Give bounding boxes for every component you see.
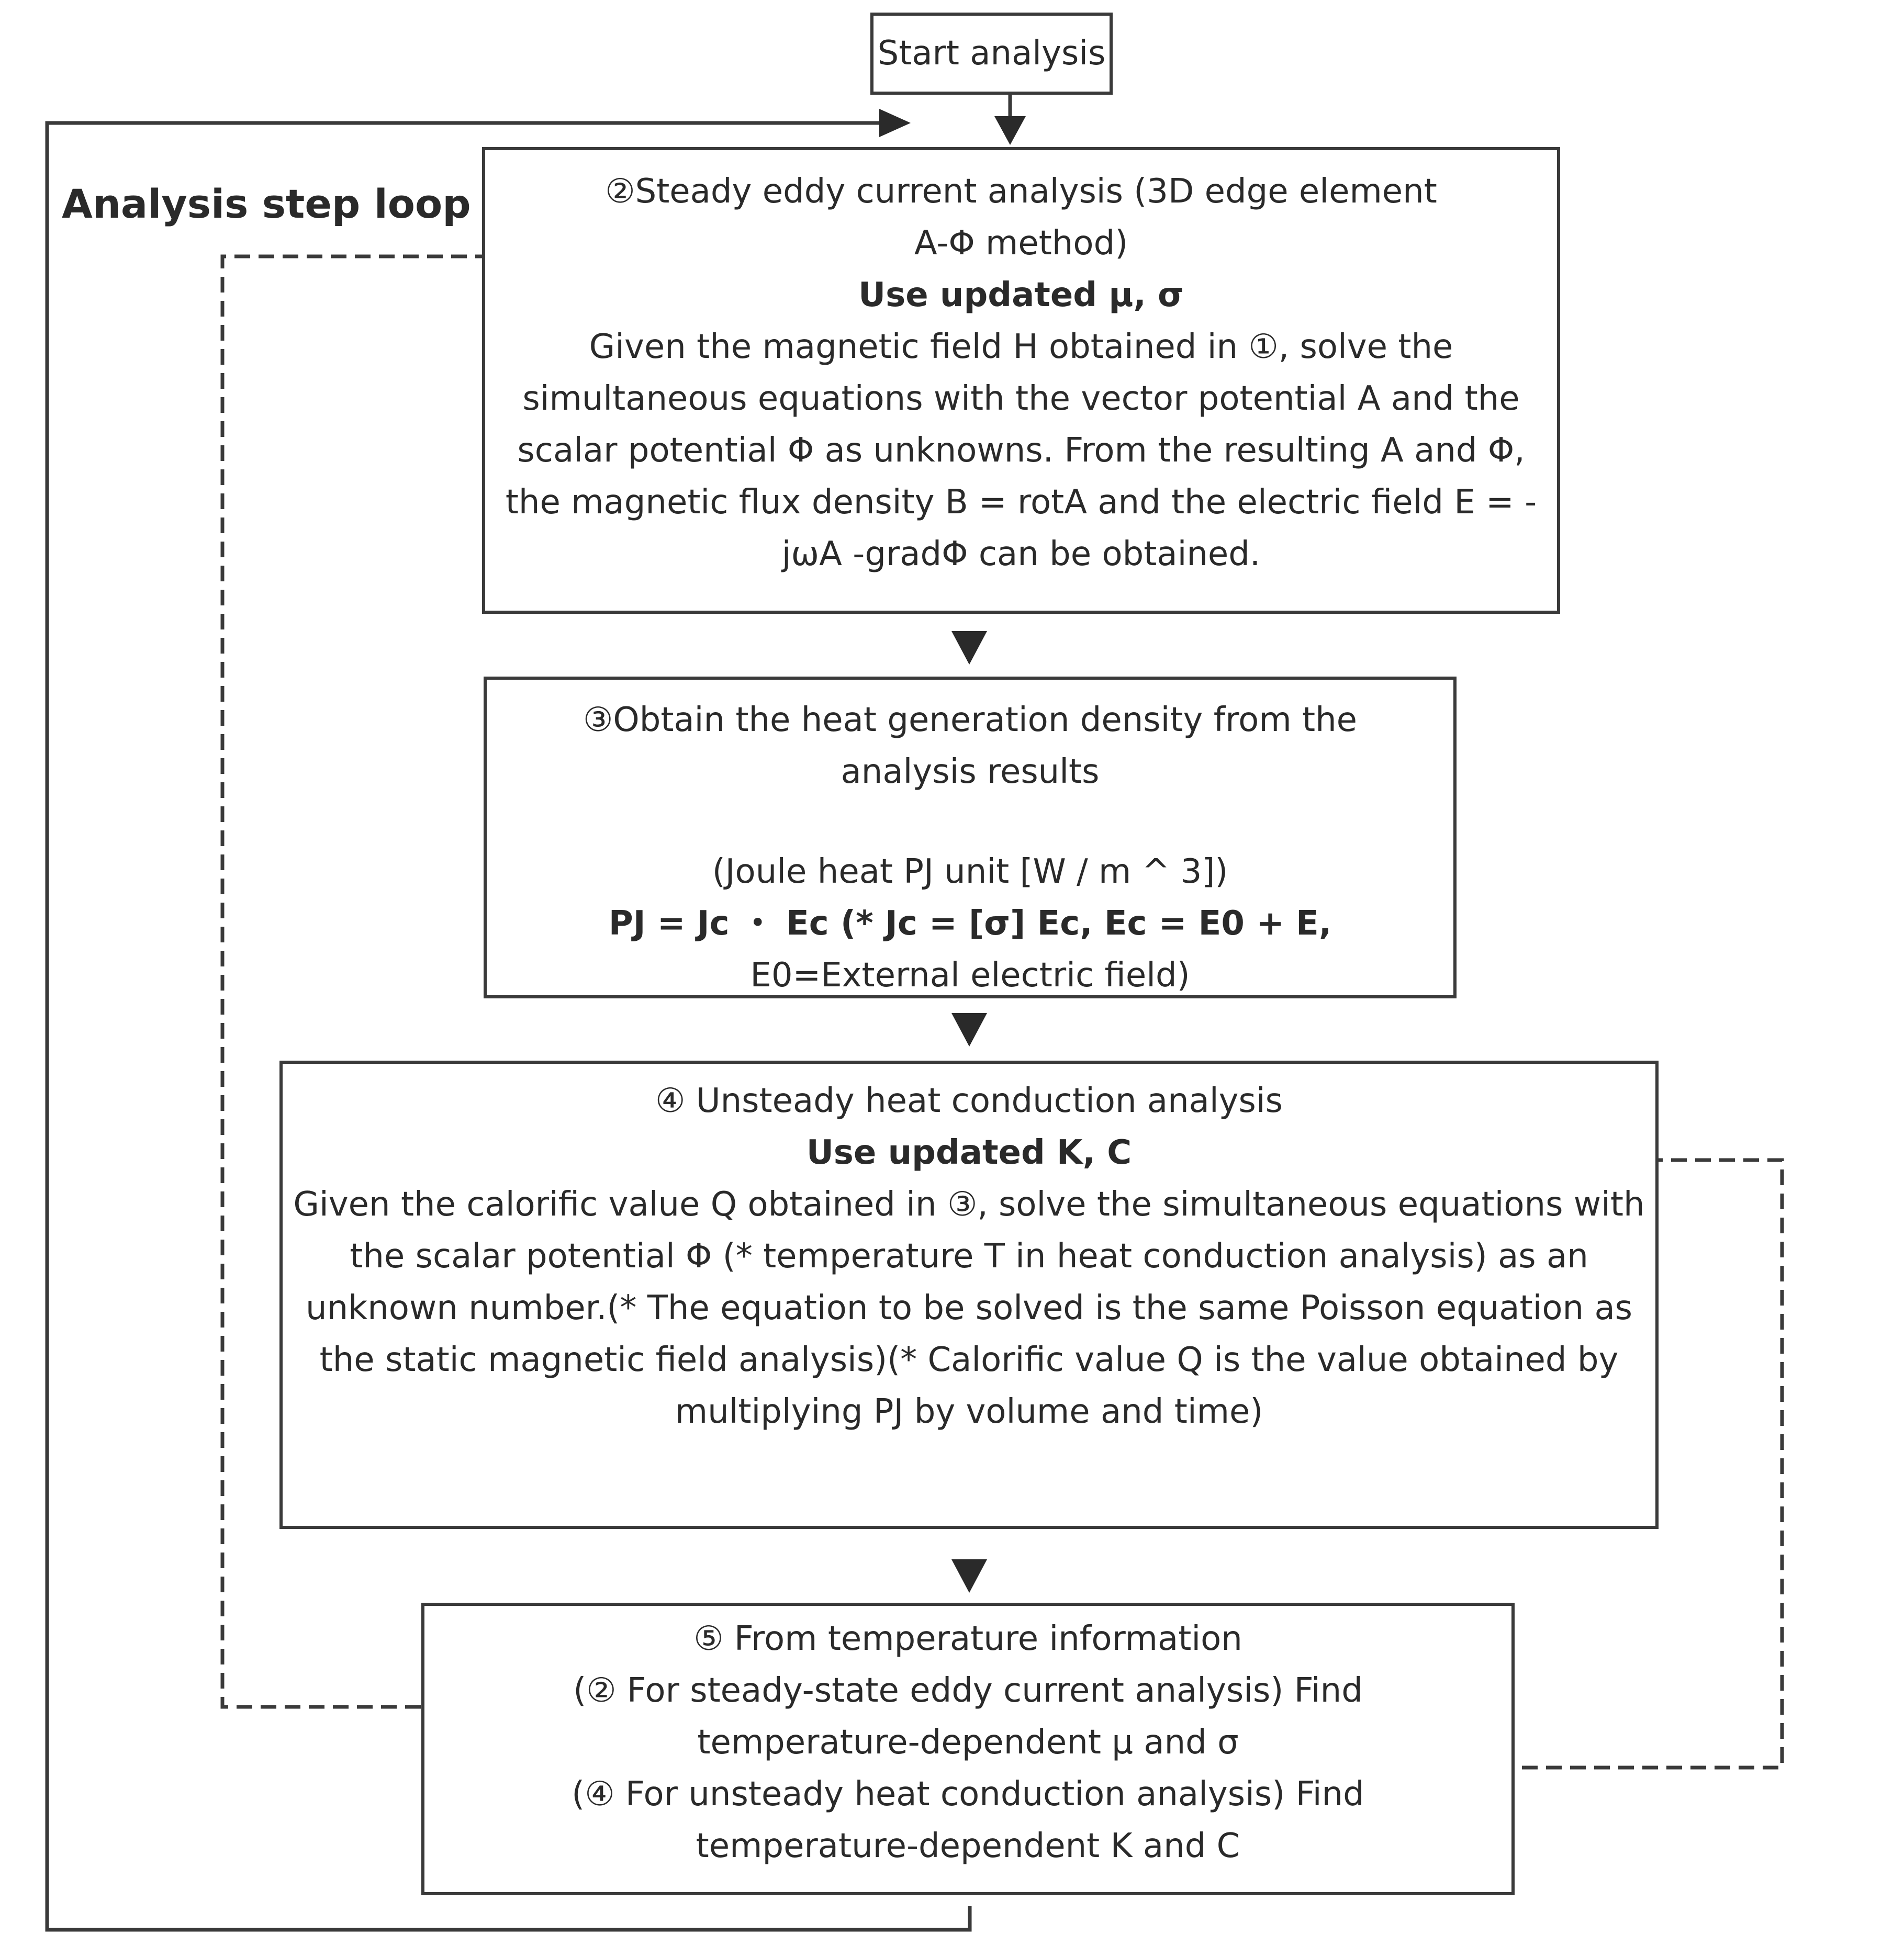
step5-line1: (② For steady-state eddy current analysi… [573, 1671, 1363, 1710]
step3-spacer [487, 798, 1453, 846]
step2-title: ②Steady eddy current analysis (3D edge e… [605, 172, 1437, 263]
step3-formula-cont: E0=External electric field) [750, 956, 1190, 995]
step4-title: ④ Unsteady heat conduction analysis [655, 1082, 1283, 1120]
step5-box: ⑤ From temperature information (② For st… [421, 1603, 1515, 1895]
step2-note: Use updated μ, σ [858, 276, 1184, 314]
step4-to-step5-arrowhead [951, 1559, 987, 1593]
loop-label: Analysis step loop [62, 181, 471, 227]
step3-to-step4-arrowhead [951, 1013, 987, 1047]
loop-arrowhead [879, 109, 911, 137]
step2-to-step3-arrowhead [951, 631, 987, 665]
step5-line4: temperature-dependent K and C [696, 1827, 1240, 1865]
feedback-mu-sigma-connector [220, 254, 675, 1709]
step3-box: ③Obtain the heat generation density from… [484, 677, 1457, 998]
step4-body: Given the calorific value Q obtained in … [293, 1185, 1645, 1431]
step4-box: ④ Unsteady heat conduction analysis Use … [279, 1061, 1659, 1529]
start-to-step2-arrowhead [994, 116, 1026, 145]
step3-title: ③Obtain the heat generation density from… [583, 701, 1358, 791]
step5-title: ⑤ From temperature information [693, 1619, 1242, 1658]
step2-box: ②Steady eddy current analysis (3D edge e… [482, 147, 1560, 614]
step2-body: Given the magnetic field H obtained in ①… [505, 328, 1537, 573]
step5-line2: temperature-dependent μ and σ [697, 1723, 1239, 1762]
start-box: Start analysis [870, 13, 1113, 95]
step3-unit: (Joule heat PJ unit [W / m ^ 3]) [712, 852, 1228, 891]
step3-formula: PJ = Jc ・ Ec (* Jc = [σ] Ec, Ec = E0 + E… [608, 904, 1332, 943]
step5-line3: (④ For unsteady heat conduction analysis… [572, 1775, 1364, 1814]
step4-note: Use updated K, C [806, 1133, 1132, 1172]
loop-connector [45, 121, 972, 1932]
